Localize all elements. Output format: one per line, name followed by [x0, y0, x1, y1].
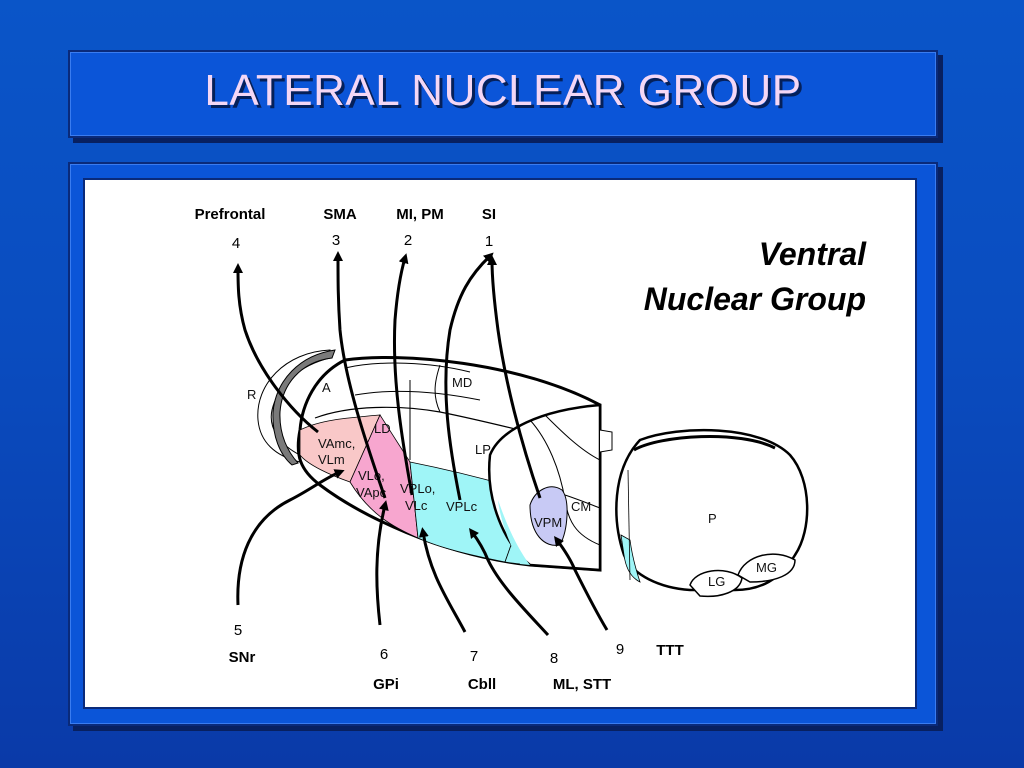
label-vlo: VLo, [358, 468, 385, 483]
lateral-geniculate [689, 569, 743, 598]
label-lg: LG [708, 574, 725, 589]
label-r: R [247, 387, 256, 402]
label-mg: MG [756, 560, 777, 575]
input-9-label: TTT [656, 642, 684, 659]
target-1-label: SI [482, 206, 496, 223]
label-ld: LD [374, 421, 391, 436]
region-vpm [529, 486, 568, 546]
label-vplc: VPLc [446, 499, 478, 514]
input-5-label: SNr [229, 649, 256, 666]
arrow-from-snr [236, 469, 345, 606]
heading-line1: Ventral [759, 236, 867, 272]
target-3-number: 3 [332, 232, 340, 249]
arrow-to-prefrontal [233, 263, 319, 434]
label-md: MD [452, 375, 472, 390]
label-vplo: VPLo, [400, 481, 435, 496]
label-p: P [708, 511, 717, 526]
input-7-number: 7 [470, 648, 478, 665]
arrow-from-gpi [375, 500, 389, 626]
arrow-to-si-b [487, 255, 542, 499]
input-8-label: ML, STT [553, 676, 611, 693]
label-vlc: VLc [405, 498, 428, 513]
target-2-number: 2 [404, 232, 412, 249]
target-4-label: Prefrontal [195, 206, 266, 223]
target-3-label: SMA [323, 206, 357, 223]
reticular-nucleus [272, 349, 336, 466]
label-vapc: VApc [356, 485, 387, 500]
input-9-number: 9 [616, 641, 624, 658]
arrow-from-ttt [554, 535, 609, 631]
arrow-to-sma [333, 251, 387, 499]
posterior-block [488, 403, 602, 572]
label-cm: CM [571, 499, 591, 514]
target-4-number: 4 [232, 235, 240, 252]
pulvinar-cyan [620, 534, 641, 583]
target-1-number: 1 [485, 233, 493, 250]
arrow-to-si-a [444, 252, 494, 501]
input-5-number: 5 [234, 622, 242, 639]
label-vamc: VAmc, [318, 436, 355, 451]
arrow-to-mi-pm [392, 253, 414, 496]
label-a: A [322, 380, 331, 395]
label-lp: LP [475, 442, 491, 457]
input-7-label: Cbll [468, 676, 496, 693]
heading-line2: Nuclear Group [644, 281, 866, 317]
input-6-label: GPi [373, 676, 399, 693]
label-vlm: VLm [318, 452, 345, 467]
slide-title: LATERAL NUCLEAR GROUP [204, 66, 802, 115]
input-6-number: 6 [380, 646, 388, 663]
input-8-number: 8 [550, 650, 558, 667]
label-vpm: VPM [534, 515, 562, 530]
arrow-from-ml-stt [469, 527, 550, 637]
medial-geniculate [737, 553, 796, 583]
target-2-label: MI, PM [396, 206, 444, 223]
title-box: LATERAL NUCLEAR GROUP [68, 50, 938, 138]
arrow-from-cbll [418, 527, 467, 633]
